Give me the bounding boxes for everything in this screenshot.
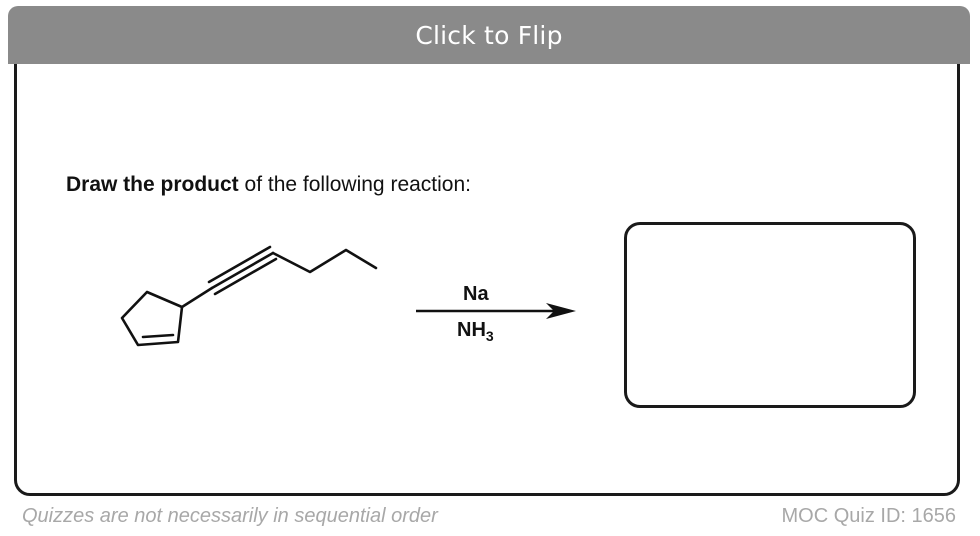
question-text: Draw the product of the following reacti… bbox=[66, 173, 471, 197]
ring-to-alkyne-bond bbox=[180, 286, 214, 309]
question-rest: of the following reaction: bbox=[238, 173, 471, 196]
triple-bond-upper bbox=[207, 245, 272, 284]
sequence-note: Quizzes are not necessarily in sequentia… bbox=[22, 505, 438, 527]
ring-double-bond bbox=[141, 333, 175, 339]
question-bold: Draw the product bbox=[66, 173, 239, 196]
reagent-nh3-main: NH bbox=[457, 319, 486, 341]
quiz-id: MOC Quiz ID: 1656 bbox=[781, 505, 956, 527]
triple-bond-lower bbox=[213, 257, 278, 296]
product-answer-box bbox=[624, 222, 916, 408]
reagent-na: Na bbox=[463, 283, 489, 305]
alkyl-chain bbox=[271, 248, 378, 274]
ring-bond bbox=[120, 290, 184, 347]
reaction-arrow bbox=[416, 303, 576, 319]
flip-button-label: Click to Flip bbox=[415, 20, 563, 50]
reagent-nh3: NH3 bbox=[457, 319, 494, 344]
triple-bond-center bbox=[210, 251, 275, 290]
reagent-nh3-subscript: 3 bbox=[485, 328, 494, 344]
reactant-structure bbox=[120, 245, 378, 347]
click-to-flip-button[interactable]: Click to Flip bbox=[8, 6, 970, 64]
